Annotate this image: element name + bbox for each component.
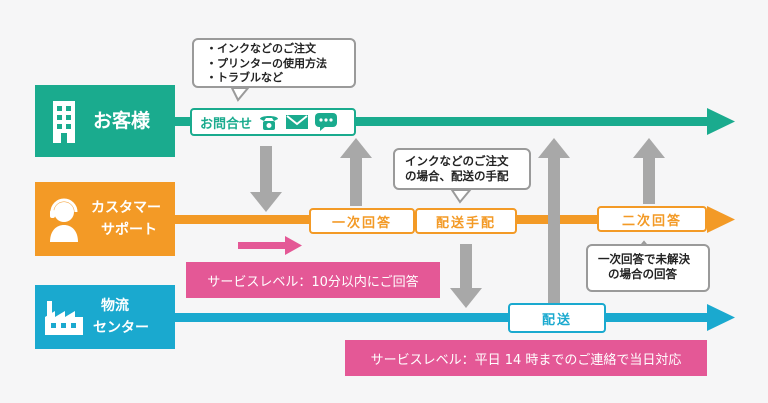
delivery-box: 配送 xyxy=(508,303,606,333)
building-icon xyxy=(53,101,75,143)
headset-operator-icon xyxy=(50,198,78,242)
customer-lane-arrowhead xyxy=(707,108,735,135)
logistics-service-level-text: サービスレベル：平日 14 時までのご連絡で当日対応 xyxy=(370,352,682,368)
logistics-lane-text: 物流 センター xyxy=(93,295,149,339)
support-service-level-badge: サービスレベル：10分以内にご回答 xyxy=(186,262,440,298)
shipping-arrangement-box: 配送手配 xyxy=(415,208,517,234)
inquiry-callout-tail xyxy=(230,87,251,102)
logistics-lane-text-line1: 物流 xyxy=(101,298,129,314)
ink-order-note-callout: インクなどのご注文 の場合、配送の手配 xyxy=(393,148,531,190)
second-response-up-arrow xyxy=(633,138,665,204)
first-response-up-arrow xyxy=(340,138,372,206)
second-response-box: 二次回答 xyxy=(597,206,707,232)
support-lane-label: カスタマー サポート xyxy=(35,182,175,256)
logistics-service-level-badge: サービスレベル：平日 14 時までのご連絡で当日対応 xyxy=(345,340,707,376)
unresolved-note-line2: の場合の回答 xyxy=(608,267,677,281)
second-response-label: 二次回答 xyxy=(621,213,682,229)
logistics-lane-text-line2: センター xyxy=(93,320,149,336)
factory-icon xyxy=(45,301,83,335)
unresolved-note-callout: 一次回答で未解決 の場合の回答 xyxy=(586,244,710,292)
inquiry-example-1: ・インクなどのご注文 xyxy=(206,42,316,55)
ink-order-callout-tail xyxy=(450,189,473,204)
inquiry-down-arrow xyxy=(250,146,282,212)
inquiry-examples-callout: ・インクなどのご注文 ・プリンターの使用方法 ・トラブルなど xyxy=(192,38,356,88)
inquiry-label: お問合せ xyxy=(200,116,253,132)
logistics-lane-label: 物流 センター xyxy=(35,285,175,349)
first-response-label: 一次回答 xyxy=(331,215,392,231)
phone-icon xyxy=(260,116,279,130)
first-response-box: 一次回答 xyxy=(309,208,415,234)
delivery-up-arrow xyxy=(538,138,570,304)
logistics-lane-arrowhead xyxy=(707,304,735,331)
inquiry-example-2: ・プリンターの使用方法 xyxy=(206,56,327,70)
support-lane-arrowhead xyxy=(707,206,735,233)
shipping-arrangement-label: 配送手配 xyxy=(435,215,496,231)
support-lane-text-line1: カスタマー xyxy=(91,200,161,216)
delivery-label: 配送 xyxy=(541,312,572,328)
customer-lane-text: お客様 xyxy=(93,110,151,132)
support-service-level-text: サービスレベル：10分以内にご回答 xyxy=(207,274,419,290)
customer-lane-label: お客様 xyxy=(35,85,175,157)
mail-icon xyxy=(286,115,309,129)
ink-order-note-line1: インクなどのご注文 xyxy=(405,154,509,168)
support-lane-text-line2: サポート xyxy=(101,222,157,238)
logistics-lane-line xyxy=(160,313,708,322)
ink-order-note-line2: の場合、配送の手配 xyxy=(405,169,509,183)
chat-bubble-icon xyxy=(315,113,338,131)
inquiry-example-3: ・トラブルなど xyxy=(206,71,283,84)
service-level-pointer-arrow xyxy=(238,236,302,255)
support-lane-text: カスタマー サポート xyxy=(91,197,161,241)
inquiry-box: お問合せ xyxy=(190,108,356,136)
unresolved-note-line1: 一次回答で未解決 xyxy=(598,252,690,266)
shipping-down-arrow xyxy=(450,244,482,308)
customer-lane-line xyxy=(160,117,708,126)
